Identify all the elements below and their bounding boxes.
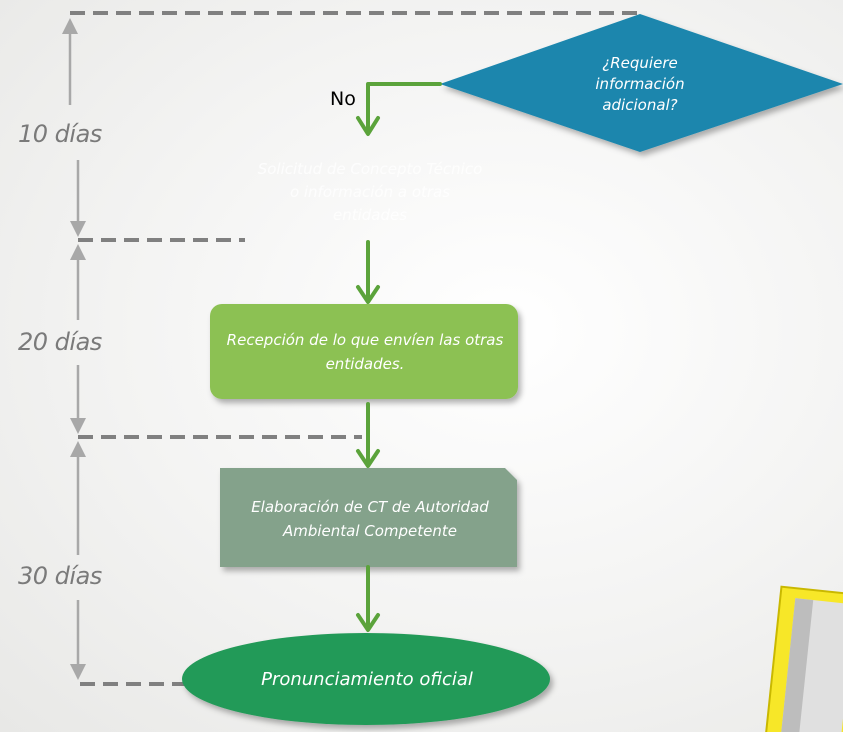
timeline-30-days xyxy=(70,441,86,680)
no-branch-arrow xyxy=(356,82,442,136)
recepcion-box xyxy=(210,304,518,399)
solicitud-text: Solicitud de Concepto Técnico o informac… xyxy=(257,159,483,224)
elaboracion-box xyxy=(220,468,517,567)
timeline-10-days xyxy=(62,18,86,237)
arrow-to-pronunciamiento xyxy=(356,565,380,632)
decision-text: ¿Requiere información adicional? xyxy=(595,53,685,114)
recepcion-text: Recepción de lo que envíen las otras ent… xyxy=(226,331,504,373)
time-label-30-days: 30 días xyxy=(18,562,102,590)
time-label-10-days: 10 días xyxy=(18,120,102,148)
pronunciamiento-ellipse xyxy=(182,633,550,725)
decision-diamond xyxy=(440,14,843,152)
arrow-to-elaboracion xyxy=(356,402,380,468)
pronunciamiento-text: Pronunciamiento oficial xyxy=(261,669,473,690)
time-label-20-days: 20 días xyxy=(18,328,102,356)
no-branch-label: No xyxy=(330,88,356,110)
arrow-to-recepcion xyxy=(356,240,380,304)
document-decoration-icon xyxy=(764,585,843,732)
timeline-20-days xyxy=(70,244,86,434)
elaboracion-text: Elaboración de CT de Autoridad Ambiental… xyxy=(251,498,489,540)
